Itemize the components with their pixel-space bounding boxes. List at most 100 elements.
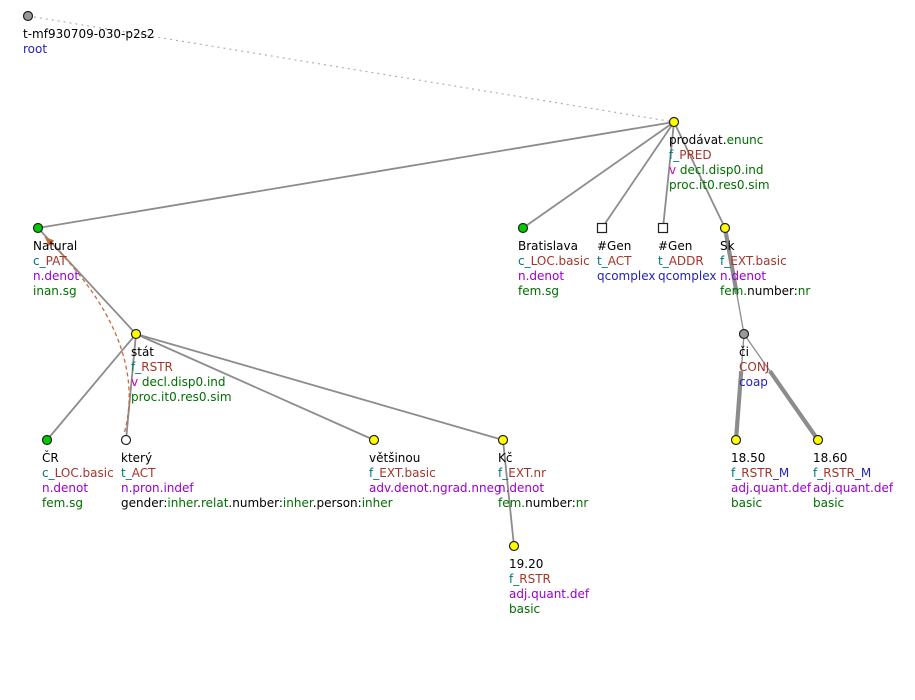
label-segment: f_ xyxy=(813,466,824,480)
label-segment: f_ xyxy=(509,572,520,586)
label-segment: inher xyxy=(361,496,393,510)
tree-node-cr[interactable] xyxy=(41,434,53,446)
tree-node-gen1[interactable] xyxy=(596,222,608,234)
label-segment: #Gen xyxy=(658,239,693,253)
label-line: n.pron.indef xyxy=(121,481,393,496)
label-line: CONJ xyxy=(739,360,769,375)
label-line: basic xyxy=(731,496,811,511)
tree-edge-prodavat-bratislava xyxy=(522,121,675,229)
tree-node-n1920[interactable] xyxy=(508,540,520,552)
label-segment: adj.quant.def xyxy=(509,587,590,601)
label-segment: . xyxy=(197,496,201,510)
label-line: #Gen xyxy=(597,239,655,254)
label-segment: většinou xyxy=(369,451,421,465)
label-segment: _M xyxy=(772,466,790,480)
label-segment: Natural xyxy=(33,239,78,253)
tree-node-n1860[interactable] xyxy=(812,434,824,446)
label-segment: n.denot xyxy=(720,269,767,283)
label-segment: qcomplex xyxy=(658,269,717,283)
label-line: Sk xyxy=(720,239,810,254)
tree-edge-prodavat-natural xyxy=(37,121,675,229)
tree-node-natural[interactable] xyxy=(32,222,44,234)
label-line: Bratislava xyxy=(518,239,590,254)
tree-node-sk[interactable] xyxy=(719,222,731,234)
tree-edge-sk-ci xyxy=(736,293,745,335)
label-line: f_EXT.basic xyxy=(720,254,810,269)
label-segment: adj.quant.def xyxy=(731,481,812,495)
label-segment: root xyxy=(23,42,48,56)
tree-node-prodavat[interactable] xyxy=(668,116,680,128)
label-segment: EXT.nr xyxy=(508,466,547,480)
label-segment: fem.sg xyxy=(518,284,559,298)
label-line: či xyxy=(739,345,769,360)
label-line: f_PRED xyxy=(669,148,770,163)
label-segment: fem. xyxy=(498,496,526,510)
label-segment: Kč xyxy=(498,451,513,465)
label-line: Natural xyxy=(33,239,79,254)
label-segment: PRED xyxy=(679,148,712,162)
tree-edge-prodavat-gen2 xyxy=(662,121,675,229)
label-segment: person: xyxy=(316,496,362,510)
label-segment: f_ xyxy=(720,254,731,268)
label-line: ČR xyxy=(42,451,114,466)
label-segment: f_ xyxy=(669,148,680,162)
label-segment: adj.quant.def xyxy=(813,481,894,495)
tree-node-gen2[interactable] xyxy=(657,222,669,234)
label-segment: inher xyxy=(282,496,313,510)
label-segment: prodávat. xyxy=(669,133,727,147)
coreference-arrowhead xyxy=(45,237,55,247)
label-line: n.denot xyxy=(498,481,588,496)
label-segment: . xyxy=(312,496,317,510)
tree-edge-natural-stat xyxy=(37,227,137,335)
label-line: f_RSTR_M xyxy=(813,466,893,481)
label-line: adj.quant.def xyxy=(813,481,893,496)
label-line: t_ADDR xyxy=(658,254,716,269)
label-line: proc.it0.res0.sim xyxy=(131,390,232,405)
tree-edge-ci-n1860 xyxy=(743,333,771,372)
label-segment: number: xyxy=(232,496,283,510)
label-segment: c_ xyxy=(518,254,531,268)
label-segment: 19.20 xyxy=(509,557,544,571)
label-line: prodávat.enunc xyxy=(669,133,770,148)
label-line: f_RSTR xyxy=(509,572,589,587)
tree-edge-prodavat-gen1 xyxy=(601,121,675,229)
label-segment: RSTR xyxy=(519,572,551,586)
label-segment: fem. xyxy=(720,284,748,298)
label-segment: number: xyxy=(525,496,576,510)
label-line: t-mf930709-030-p2s2 xyxy=(23,27,154,42)
label-line: adj.quant.def xyxy=(731,481,811,496)
tree-node-n1850[interactable] xyxy=(730,434,742,446)
label-line: v decl.disp0.ind xyxy=(131,375,232,390)
tree-edge-ci-n1860 xyxy=(768,369,820,442)
label-segment: #Gen xyxy=(597,239,632,253)
tree-node-stat[interactable] xyxy=(130,328,142,340)
tree-node-kc[interactable] xyxy=(497,434,509,446)
label-line: qcomplex xyxy=(658,269,716,284)
tree-node-vetsinou[interactable] xyxy=(368,434,380,446)
label-line: 19.20 xyxy=(509,557,589,572)
label-segment: LOC.basic xyxy=(54,466,114,480)
label-line: n.denot xyxy=(42,481,114,496)
label-segment: či xyxy=(739,345,749,359)
tree-node-bratislava[interactable] xyxy=(517,222,529,234)
tree-node-ci[interactable] xyxy=(738,328,750,340)
label-segment: coap xyxy=(739,375,768,389)
tree-node-ktery[interactable] xyxy=(120,434,132,446)
label-line: qcomplex xyxy=(597,269,655,284)
label-segment: t_ xyxy=(597,254,608,268)
label-line: proc.it0.res0.sim xyxy=(669,178,770,193)
label-line: c_PAT xyxy=(33,254,79,269)
tree-node-root[interactable] xyxy=(22,10,34,22)
label-line: coap xyxy=(739,375,769,390)
label-segment: RSTR xyxy=(141,360,173,374)
label-line: t_ACT xyxy=(121,466,393,481)
